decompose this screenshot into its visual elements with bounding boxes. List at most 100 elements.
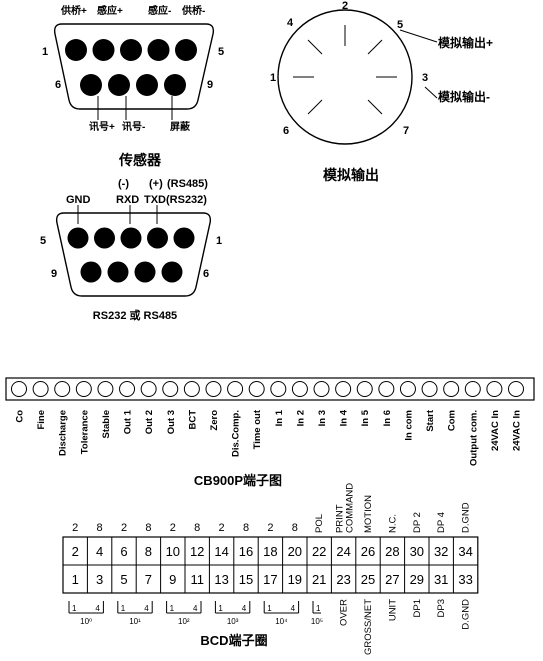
analog-minus-leader: [424, 86, 438, 99]
bcd-bottom-signal-0: OVER: [339, 599, 350, 626]
analog-pin-2: 2: [342, 0, 348, 12]
bcd-group-low-2: 1: [170, 604, 175, 613]
analog-pin-1: 1: [270, 72, 276, 84]
sensor-pin-top-2: [92, 39, 115, 61]
bcd-top-num-10: 10: [166, 544, 180, 559]
strip-terminal-21: [443, 381, 460, 397]
strip-label-4: Tolerance: [79, 410, 90, 454]
bcd-group-exp-1: 10¹: [129, 617, 141, 626]
strip-terminal-22: [464, 381, 481, 397]
bcd-bottom-num-5: 5: [120, 572, 127, 587]
bcd-bottom-num-17: 17: [263, 572, 277, 587]
bcd-bottom-signal-1: GROSS/NET: [363, 599, 374, 655]
sensor-pin-bottom-6: [80, 74, 102, 96]
sensor-pin-top-5: [175, 39, 197, 61]
bcd-group-high-1: 4: [144, 604, 149, 613]
bcd-top-num-6: 6: [120, 544, 127, 559]
bcd-bottom-num-33: 33: [458, 572, 472, 587]
bcd-top-signal-5: DP 4: [436, 512, 447, 533]
strip-terminal-23: [486, 381, 503, 397]
bcd-top-num-34: 34: [458, 544, 472, 559]
sensor-pin-6: 6: [55, 79, 61, 91]
sensor-pin-1: 1: [42, 46, 48, 58]
analog-minus-label: 模拟输出-: [438, 89, 490, 104]
strip-terminal-9: [183, 381, 200, 397]
bcd-top-signal-4: DP 2: [412, 512, 423, 533]
strip-label-19: In com: [403, 410, 414, 441]
bcd-bottom-signal-4: DP3: [436, 599, 447, 617]
strip-label-13: In 1: [274, 409, 285, 426]
bcd-top-signal-command: COMMAND: [345, 483, 356, 533]
bcd-top-digit-5: 8: [194, 522, 200, 534]
bcd-group-high-4: 4: [291, 604, 296, 613]
bcd-top-num-2: 2: [72, 544, 79, 559]
bcd-group-low-5: 1: [316, 604, 321, 613]
bcd-top-digit-1: 8: [97, 522, 103, 534]
bcd-group-exp-2: 10²: [178, 617, 190, 626]
bcd-top-signal-print: PRINT: [335, 504, 346, 533]
bcd-bottom-signal-2: UNIT: [387, 599, 398, 621]
strip-terminal-5: [97, 381, 114, 397]
sensor-label-bottom-0: 讯号+: [89, 120, 115, 133]
bcd-group-low-4: 1: [267, 604, 272, 613]
strip-terminal-10: [205, 381, 222, 397]
bcd-top-digit-7: 8: [243, 522, 249, 534]
bcd-bottom-num-23: 23: [336, 572, 350, 587]
strip-terminal-19: [399, 381, 416, 397]
strip-terminal-11: [227, 381, 244, 397]
strip-label-24: 24VAC In: [512, 410, 523, 451]
analog-pin-4: 4: [287, 17, 294, 29]
sensor-pin-5: 5: [218, 46, 224, 58]
serial-pin-top-4: [147, 227, 168, 249]
sensor-title: 传感器: [118, 152, 162, 168]
strip-label-20: Start: [425, 409, 436, 431]
bcd-bottom-signal-5: D.GND: [461, 599, 472, 630]
bcd-top-signal-6: D.GND: [461, 502, 472, 533]
bcd-top-num-28: 28: [385, 544, 399, 559]
serial-pin-top-1: [67, 227, 89, 249]
strip-terminal-18: [378, 381, 395, 397]
strip-terminal-24: [508, 381, 524, 397]
strip-terminal-4: [75, 381, 92, 397]
analog-pin-6-line: [307, 99, 323, 115]
sensor-pin-bottom-8: [136, 74, 158, 96]
strip-terminal-7: [140, 381, 157, 397]
analog-pin-3: 3: [422, 72, 428, 84]
bcd-top-digit-2: 2: [121, 522, 127, 534]
analog-pin-6: 6: [283, 125, 289, 137]
bcd-bottom-num-11: 11: [190, 572, 204, 587]
strip-terminal-14: [291, 381, 308, 397]
terminal-strip-title: CB900P端子图: [194, 473, 282, 488]
strip-label-2: Fine: [36, 410, 47, 430]
bcd-top-signal-0: POL: [314, 514, 325, 533]
sensor-connector: 供桥+ 感应+ 感应- 供桥- 讯号+ 讯号- 屏蔽 1 5 6 9 传感器: [42, 4, 224, 168]
strip-terminal-17: [356, 381, 373, 397]
strip-label-23: 24VAC In: [490, 410, 501, 451]
bcd-bottom-num-31: 31: [434, 572, 448, 587]
serial-gnd-label: GND: [66, 194, 91, 206]
analog-output-circle: [277, 9, 413, 145]
serial-pin-bottom-8: [134, 261, 156, 283]
bcd-group-low-0: 1: [72, 604, 77, 613]
strip-label-21: Com: [447, 410, 458, 431]
strip-terminal-12: [248, 381, 265, 397]
bcd-top-num-26: 26: [361, 544, 375, 559]
bcd-top-num-14: 14: [214, 544, 228, 559]
strip-label-11: Dis.Comp.: [231, 410, 242, 457]
strip-terminal-20: [421, 381, 438, 397]
bcd-top-digit-6: 2: [219, 522, 225, 534]
strip-label-12: Time out: [252, 409, 263, 449]
bcd-bottom-num-9: 9: [169, 572, 176, 587]
bcd-top-num-8: 8: [145, 544, 152, 559]
sensor-label-bottom-1: 讯号-: [122, 120, 145, 133]
bcd-top-num-4: 4: [96, 544, 103, 559]
bcd-top-num-32: 32: [434, 544, 448, 559]
bcd-group-exp-0: 10⁰: [80, 617, 92, 626]
strip-label-5: Stable: [101, 410, 112, 439]
bcd-top-num-22: 22: [312, 544, 326, 559]
strip-terminal-8: [162, 381, 179, 397]
strip-label-22: Output com.: [468, 410, 479, 466]
strip-terminal-13: [270, 381, 287, 397]
strip-label-14: In 2: [295, 410, 306, 426]
